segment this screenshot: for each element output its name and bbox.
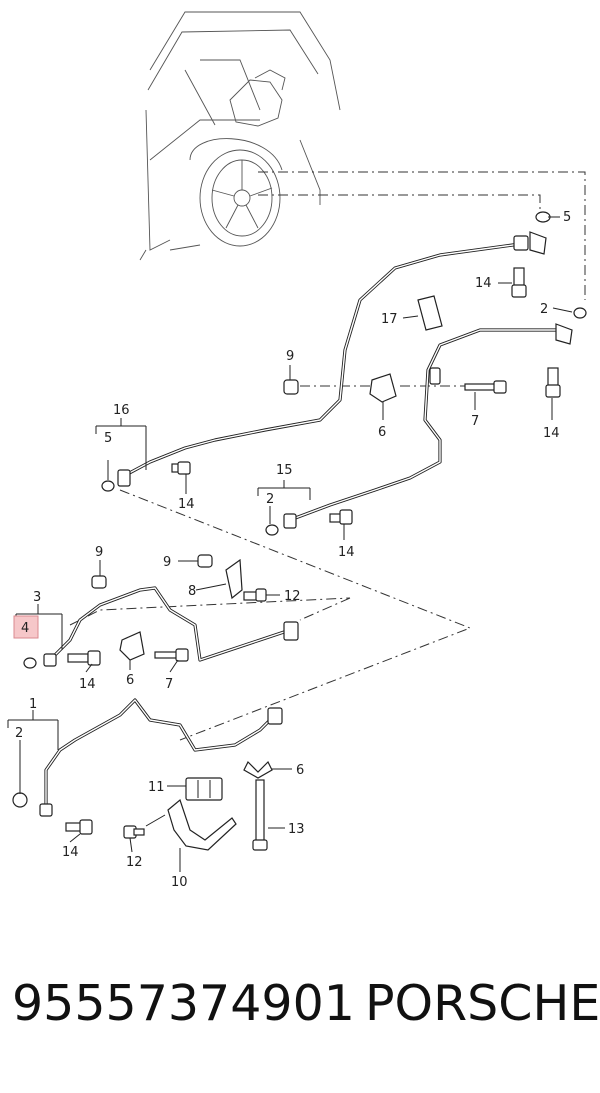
o-ring-right: [573, 307, 587, 319]
bushing-9-left: [91, 575, 107, 589]
middle-hose-assembly: [43, 586, 299, 667]
callout-16: 16: [113, 403, 130, 418]
callout-14-left: 14: [178, 497, 195, 512]
part-number: 95557374901: [12, 975, 355, 1032]
callout-5-top: 5: [563, 210, 571, 225]
bolt-7-mid: [154, 648, 189, 662]
callout-6-top: 6: [378, 425, 386, 440]
bracket-8: [225, 558, 243, 600]
highlight-box-item-4: [13, 615, 39, 639]
callout-7-mid: 7: [165, 677, 173, 692]
callout-14-mid-left: 14: [79, 677, 96, 692]
bolt-7-top: [464, 380, 507, 394]
callout-6-bottom: 6: [296, 763, 304, 778]
o-ring-mid-left: [23, 657, 37, 669]
callout-11: 11: [148, 780, 165, 795]
clip-17: [417, 295, 443, 331]
o-ring-left: [101, 480, 115, 492]
callout-10: 10: [171, 875, 188, 890]
callout-9-mid: 9: [163, 555, 171, 570]
o-ring-bottom: [12, 792, 28, 808]
bolt-14-right: [545, 367, 561, 398]
callout-14-top: 14: [475, 276, 492, 291]
bolt-14-bottom: [65, 819, 93, 835]
callout-14-bottom: 14: [62, 845, 79, 860]
lower-hose-assembly: [39, 698, 283, 817]
bolt-14-mid: [329, 509, 353, 525]
callout-5-left: 5: [104, 431, 112, 446]
block-11: [185, 777, 223, 801]
callout-3: 3: [33, 590, 41, 605]
bushing-9-top: [283, 379, 299, 395]
callout-7-top: 7: [471, 414, 479, 429]
brand-name: PORSCHE: [365, 975, 600, 1032]
callout-2-bottom: 2: [15, 726, 23, 741]
bracket-10: [167, 798, 237, 851]
callout-9-top: 9: [286, 349, 294, 364]
footer: 95557374901 PORSCHE: [0, 975, 600, 1055]
callout-2-mid: 2: [266, 492, 274, 507]
hardware-parts: [12, 211, 587, 851]
callout-8: 8: [188, 584, 196, 599]
o-ring-top: [535, 211, 551, 223]
callout-13: 13: [288, 822, 305, 837]
callout-12-mid: 12: [284, 589, 301, 604]
vehicle-outline: [139, 11, 341, 261]
bolt-12-mid: [243, 588, 267, 602]
callout-17: 17: [381, 312, 398, 327]
callout-12-bottom: 12: [126, 855, 143, 870]
bolt-14-mid-left: [67, 650, 101, 666]
callout-2-right: 2: [540, 302, 548, 317]
bolt-14-top: [511, 267, 527, 298]
callout-15: 15: [276, 463, 293, 478]
callout-14-mid: 14: [338, 545, 355, 560]
callout-14-right: 14: [543, 426, 560, 441]
callout-labels: 5 2 14 17 9 6 7 14 16 5 14 15 2 14 9 9 8…: [15, 210, 571, 890]
upper-hose-assembly: [117, 231, 547, 487]
parts-diagram: 5 2 14 17 9 6 7 14 16 5 14 15 2 14 9 9 8…: [7, 11, 587, 890]
bolt-14-left: [171, 461, 191, 475]
bolt-12-bottom: [123, 825, 145, 839]
bushing-9-mid: [197, 554, 213, 568]
callout-9-left: 9: [95, 545, 103, 560]
clamp-6-bottom: [243, 760, 273, 779]
o-ring-mid: [265, 524, 279, 536]
clamp-6-top: [369, 373, 397, 403]
group-brackets: [7, 216, 573, 872]
callout-1: 1: [29, 697, 37, 712]
callout-4: 4: [21, 621, 29, 636]
clamp-6-mid: [119, 631, 145, 661]
bolt-13: [252, 779, 268, 851]
second-hose-assembly: [283, 323, 573, 529]
leader-lines: [69, 171, 586, 741]
callout-6-mid: 6: [126, 673, 134, 688]
